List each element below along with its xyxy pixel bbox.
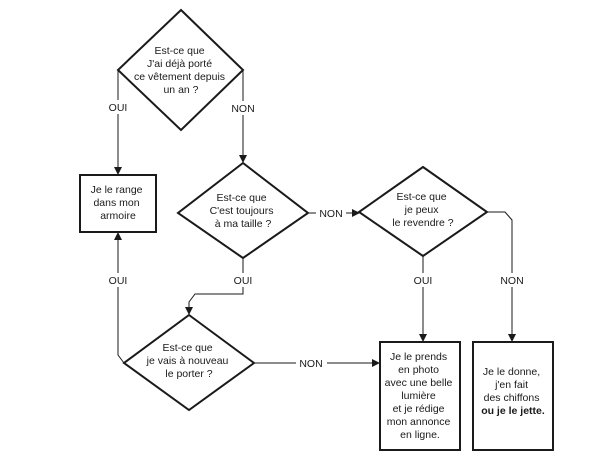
decision-wear-again	[122, 313, 256, 412]
action-donate-text: Je le donne, j'en fait des chiffons ou j…	[481, 366, 545, 417]
action-donate-or-discard	[472, 341, 554, 451]
label-worn-oui: OUI	[109, 102, 128, 114]
decision-worn-last-year-text: Est-ce que J'ai déjà porté ce vêtement d…	[134, 45, 228, 96]
edge-wear-oui	[114, 232, 125, 364]
action-store-wardrobe	[79, 174, 157, 233]
action-donate-bold-text: ou je le jette.	[481, 405, 545, 417]
label-worn-non: NON	[231, 103, 254, 115]
decision-can-resell-text: Est-ce que je peux le revendre ?	[392, 191, 453, 229]
action-store-wardrobe-text: Je le range dans mon armoire	[91, 184, 146, 222]
decision-wear-again-text: Est-ce que je vais à nouveau le porter ?	[146, 342, 232, 380]
label-resell-non: NON	[500, 275, 523, 287]
decision-still-fits-text: Est-ce que C'est toujours à ma taille ?	[210, 192, 277, 230]
label-wear-oui: OUI	[109, 275, 128, 287]
label-resell-oui: OUI	[414, 275, 433, 287]
edge-labels: OUI NON NON OUI OUI NON OUI NON	[104, 100, 528, 370]
label-fits-non: NON	[319, 208, 342, 220]
decision-can-resell	[357, 165, 489, 258]
label-wear-non: NON	[299, 358, 322, 370]
decision-still-fits	[176, 161, 310, 260]
decision-worn-last-year	[116, 8, 245, 132]
action-sell-online-text: Je le prends en photo avec une belle lum…	[385, 351, 456, 441]
nodes: Est-ce que J'ai déjà porté ce vêtement d…	[79, 8, 554, 451]
label-fits-oui: OUI	[234, 275, 253, 287]
action-sell-online	[379, 341, 461, 451]
